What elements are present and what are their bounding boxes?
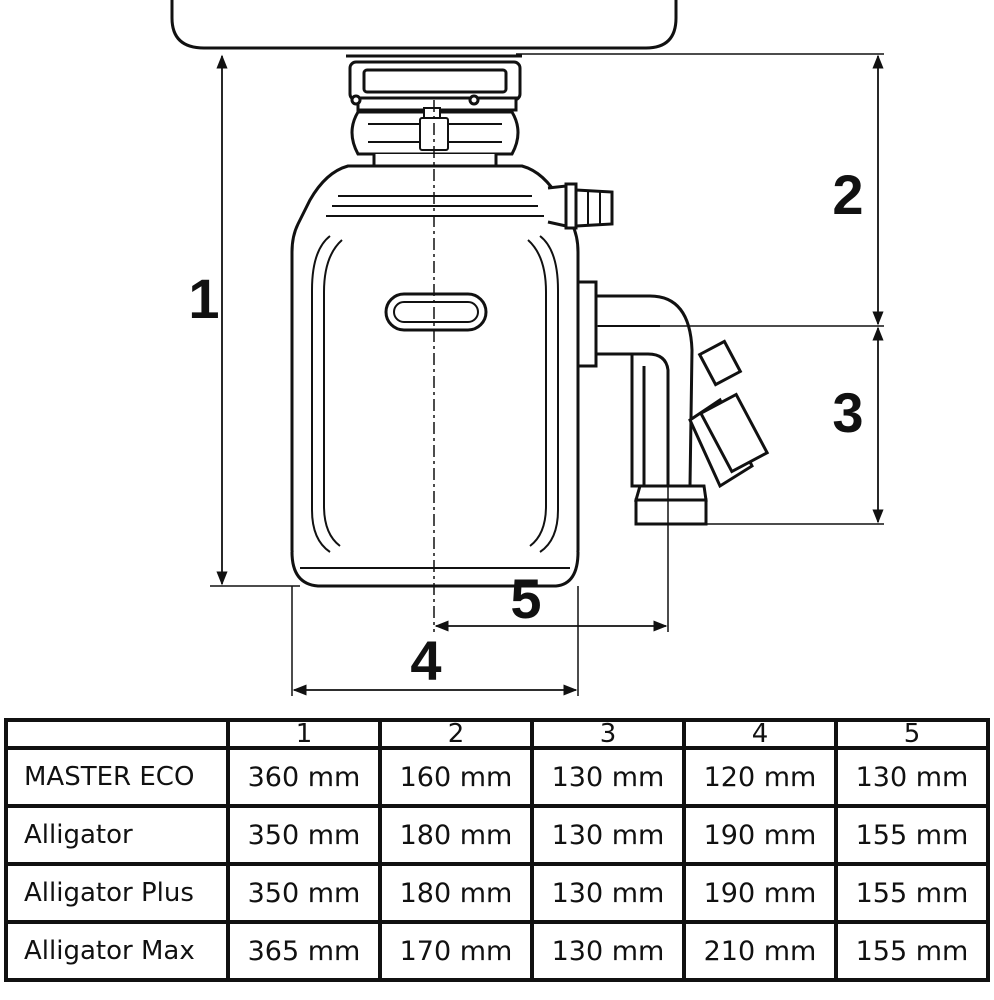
disposer-dimension-diagram: 1 2 3 4 5 xyxy=(170,0,884,696)
extension-lines xyxy=(210,53,884,696)
table-header-cell: 5 xyxy=(834,718,990,750)
table-header-cell xyxy=(4,718,230,750)
table-cell: 365 mm xyxy=(226,920,382,982)
table-cell: 120 mm xyxy=(682,746,838,808)
table-cell: 130 mm xyxy=(530,920,686,982)
body-contours xyxy=(311,195,559,553)
front-badge xyxy=(384,292,488,332)
table-cell: 170 mm xyxy=(378,920,534,982)
table-header-row: 1 2 3 4 5 xyxy=(4,718,990,750)
table-header-cell: 3 xyxy=(530,718,686,750)
table-cell: 155 mm xyxy=(834,920,990,982)
table-cell: 180 mm xyxy=(378,804,534,866)
disposer-body xyxy=(290,164,580,588)
table-row: Alligator Plus 350 mm 180 mm 130 mm 190 … xyxy=(4,862,990,924)
table-cell: 360 mm xyxy=(226,746,382,808)
table-row: MASTER ECO 360 mm 160 mm 130 mm 120 mm 1… xyxy=(4,746,990,808)
table-header-cell: 1 xyxy=(226,718,382,750)
dim-label-3: 3 xyxy=(832,381,863,444)
table-cell: 350 mm xyxy=(226,804,382,866)
table-cell: 155 mm xyxy=(834,862,990,924)
table-row: Alligator Max 365 mm 170 mm 130 mm 210 m… xyxy=(4,920,990,982)
table-header-cell: 2 xyxy=(378,718,534,750)
dimensions-table: 1 2 3 4 5 MASTER ECO 360 mm 160 mm 130 m… xyxy=(4,718,990,982)
mounting-ring xyxy=(350,107,520,168)
table-row: Alligator 350 mm 180 mm 130 mm 190 mm 15… xyxy=(4,804,990,866)
table-cell: 130 mm xyxy=(530,746,686,808)
table-cell: 210 mm xyxy=(682,920,838,982)
table-cell: 180 mm xyxy=(378,862,534,924)
table-cell: 160 mm xyxy=(378,746,534,808)
model-name-cell: Alligator Plus xyxy=(4,862,230,924)
dim-label-5: 5 xyxy=(510,567,541,630)
table-cell: 190 mm xyxy=(682,862,838,924)
table-cell: 130 mm xyxy=(834,746,990,808)
dimension-arrows xyxy=(216,54,884,696)
dim-label-1: 1 xyxy=(188,267,219,330)
sink-flange xyxy=(346,54,522,112)
table-cell: 130 mm xyxy=(530,862,686,924)
model-name-cell: Alligator Max xyxy=(4,920,230,982)
discharge-tube xyxy=(576,280,770,526)
dim-label-4: 4 xyxy=(410,629,441,692)
model-name-cell: MASTER ECO xyxy=(4,746,230,808)
table-cell: 190 mm xyxy=(682,804,838,866)
sink-bowl xyxy=(170,0,678,50)
table-cell: 155 mm xyxy=(834,804,990,866)
dishwasher-inlet xyxy=(547,182,614,230)
table-cell: 130 mm xyxy=(530,804,686,866)
table-cell: 350 mm xyxy=(226,862,382,924)
model-name-cell: Alligator xyxy=(4,804,230,866)
table-header-cell: 4 xyxy=(682,718,838,750)
dim-label-2: 2 xyxy=(832,163,863,226)
